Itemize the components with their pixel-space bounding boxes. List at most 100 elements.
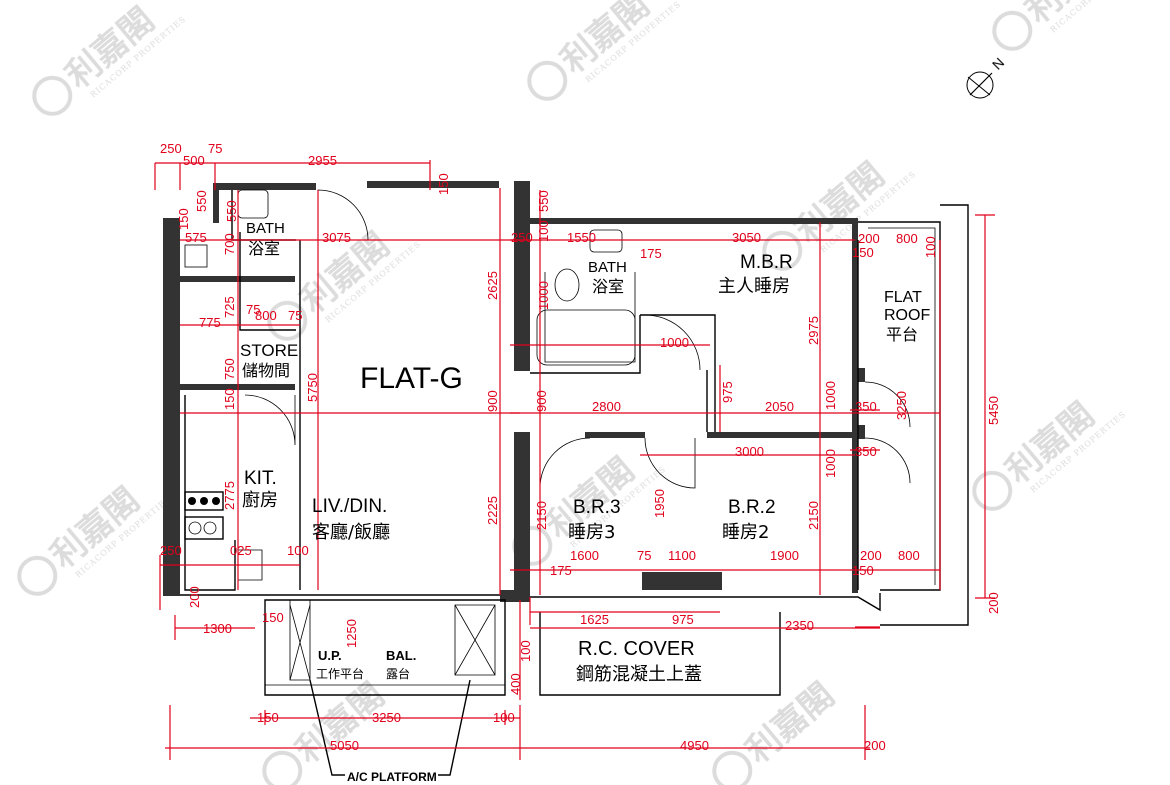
svg-text:100: 100	[493, 710, 515, 725]
ac-platform-leaders	[309, 679, 471, 776]
svg-text:3050: 3050	[732, 230, 761, 245]
svg-text:100: 100	[536, 220, 551, 242]
svg-text:1550: 1550	[567, 230, 596, 245]
svg-text:200: 200	[986, 592, 1001, 614]
bath1-label: BATH	[246, 220, 285, 237]
bath2-label-cn: 浴室	[592, 277, 624, 296]
svg-text:200: 200	[858, 231, 880, 246]
svg-text:150: 150	[262, 610, 284, 625]
svg-text:250: 250	[160, 543, 182, 558]
svg-text:100: 100	[923, 236, 938, 258]
living-label: LIV./DIN.	[312, 496, 387, 517]
svg-text:150: 150	[436, 173, 451, 195]
svg-text:700: 700	[222, 233, 237, 255]
svg-text:750: 750	[222, 358, 237, 380]
svg-text:2800: 2800	[592, 399, 621, 414]
br2-label-cn: 睡房2	[722, 522, 769, 543]
svg-text:350: 350	[855, 444, 877, 459]
toilet-icon	[554, 268, 580, 302]
basin-icon	[589, 229, 623, 253]
svg-text:3075: 3075	[322, 230, 351, 245]
svg-text:1000: 1000	[660, 335, 689, 350]
svg-text:3000: 3000	[735, 444, 764, 459]
svg-text:2350: 2350	[785, 618, 814, 633]
up-label: U.P.	[318, 648, 342, 663]
rc-cover-label-cn: 鋼筋混凝土上蓋	[576, 664, 702, 685]
store-label: STORE	[240, 341, 298, 360]
svg-text:200: 200	[187, 586, 202, 608]
svg-text:575: 575	[185, 230, 207, 245]
svg-text:100: 100	[287, 543, 309, 558]
watermark-logo: 利嘉閣 RICACORP PROPERTIES	[527, 0, 683, 101]
svg-text:75: 75	[208, 141, 222, 156]
svg-text:550: 550	[536, 190, 551, 212]
ac-platform-label: A/C PLATFORM	[347, 770, 437, 784]
flat-title: FLAT-G	[360, 362, 463, 395]
flat-roof-label-2: ROOF	[884, 307, 930, 324]
svg-text:150: 150	[222, 388, 237, 410]
svg-text:75: 75	[288, 308, 302, 323]
svg-text:800: 800	[255, 308, 277, 323]
svg-text:900: 900	[485, 390, 500, 412]
bath2-label: BATH	[588, 259, 627, 276]
svg-text:550: 550	[224, 200, 239, 222]
living-label-cn: 客廳/飯廳	[312, 522, 390, 543]
toilet-icon	[184, 244, 208, 268]
flat-roof-label-cn: 平台	[886, 325, 918, 344]
br2-label: B.R.2	[728, 497, 776, 518]
watermark-logo: 利嘉閣 RICACORP PROPERTIES	[32, 0, 188, 116]
svg-text:200: 200	[860, 548, 882, 563]
kitchen-label-cn: 廚房	[242, 489, 278, 511]
svg-text:1000: 1000	[536, 281, 551, 310]
svg-text:250: 250	[511, 230, 533, 245]
svg-text:5750: 5750	[305, 373, 320, 402]
rc-cover-label: R.C. COVER	[578, 638, 695, 660]
stove-icon	[184, 491, 224, 511]
room-labels: FLAT-G BATH 浴室 STORE 儲物間 KIT. 廚房 LIV./DI…	[240, 220, 930, 784]
mbr-label: M.B.R	[740, 252, 793, 273]
svg-text:1000: 1000	[823, 449, 838, 478]
svg-text:2050: 2050	[765, 399, 794, 414]
svg-text:1300: 1300	[203, 621, 232, 636]
dimension-labels: 250 75 500 2955 150 550 550 150 575 3075…	[160, 141, 1001, 753]
svg-text:500: 500	[183, 153, 205, 168]
watermark-logo: 利嘉閣 RICACORP PROPERTIES	[992, 0, 1148, 51]
br3-label: B.R.3	[573, 497, 621, 518]
dimension-lines	[154, 160, 995, 760]
svg-text:175: 175	[640, 246, 662, 261]
svg-text:250: 250	[160, 141, 182, 156]
svg-text:2775: 2775	[222, 481, 237, 510]
svg-text:2150: 2150	[534, 501, 549, 530]
svg-text:550: 550	[194, 190, 209, 212]
svg-text:利嘉閣: 利嘉閣	[738, 675, 842, 771]
bal-label-cn: 露台	[386, 666, 410, 681]
mbr-label-cn: 主人睡房	[718, 276, 790, 297]
north-arrow-icon: N	[966, 54, 1007, 99]
kitchen-label: KIT.	[244, 468, 277, 489]
north-label: N	[989, 54, 1007, 72]
svg-text:1250: 1250	[344, 619, 359, 648]
store-label-cn: 儲物間	[242, 361, 290, 380]
up-label-cn: 工作平台	[316, 666, 364, 681]
svg-text:3250: 3250	[372, 710, 401, 725]
svg-text:2955: 2955	[308, 153, 337, 168]
svg-text:3250: 3250	[894, 391, 909, 420]
svg-text:800: 800	[898, 548, 920, 563]
svg-text:975: 975	[720, 381, 735, 403]
svg-text:1100: 1100	[668, 548, 696, 563]
svg-text:900: 900	[534, 390, 549, 412]
door-swings	[244, 189, 911, 489]
svg-text:725: 725	[222, 296, 237, 318]
interior-lines	[180, 190, 969, 696]
svg-text:5050: 5050	[330, 738, 359, 753]
svg-text:150: 150	[852, 563, 874, 578]
svg-text:100: 100	[518, 640, 533, 662]
svg-text:2625: 2625	[485, 271, 500, 300]
svg-text:175: 175	[550, 563, 572, 578]
bathtub-icon	[536, 309, 636, 366]
svg-text:75: 75	[246, 302, 260, 317]
svg-text:975: 975	[672, 612, 694, 627]
svg-text:200: 200	[864, 738, 886, 753]
svg-text:1900: 1900	[770, 548, 799, 563]
svg-text:4950: 4950	[680, 738, 709, 753]
